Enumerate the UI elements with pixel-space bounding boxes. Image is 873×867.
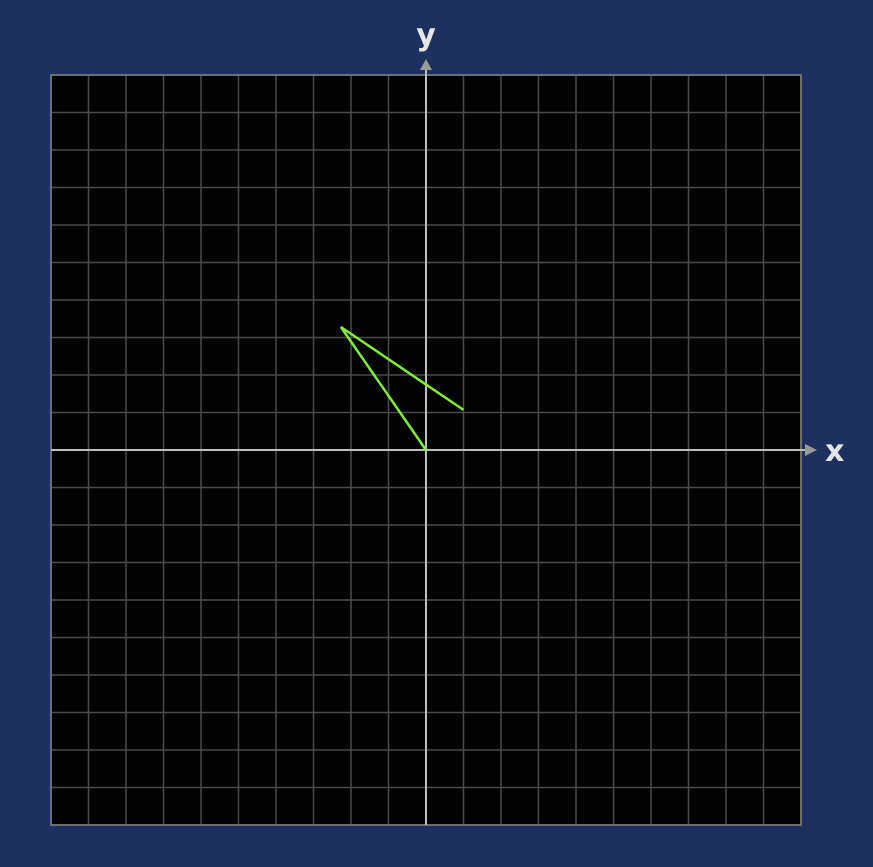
x-axis-arrow-icon bbox=[805, 444, 817, 456]
path-polyline bbox=[339, 325, 465, 451]
x-axis-label: x bbox=[825, 434, 844, 469]
y-axis-label: y bbox=[416, 18, 436, 53]
y-axis-arrow-icon bbox=[420, 59, 432, 70]
